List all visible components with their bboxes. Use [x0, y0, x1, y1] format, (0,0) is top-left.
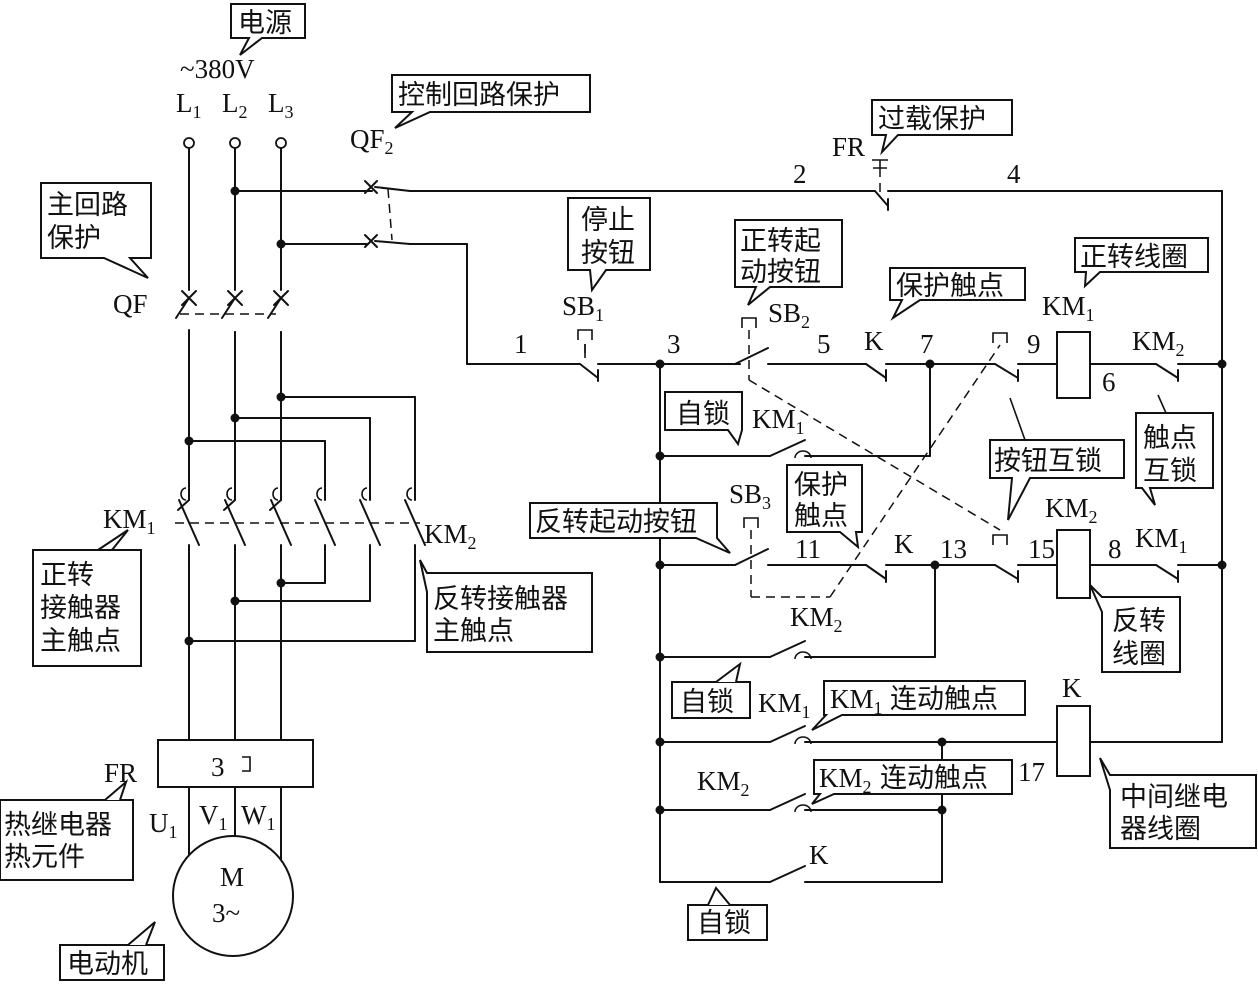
km2-coil	[1056, 529, 1091, 599]
callout-protect-contact-2-2: 触点	[794, 501, 848, 532]
node-1: 1	[514, 329, 528, 359]
km1-hold-label: KM1	[752, 404, 805, 438]
node-9: 9	[1027, 329, 1041, 359]
sb3-label: SB3	[729, 479, 771, 513]
node-4: 4	[1007, 159, 1021, 189]
qf-breaker	[175, 290, 289, 335]
labels: ~380V L1 L2 L3 QF QF2 FR KM1 KM2 FR 3 U1…	[103, 54, 1188, 928]
callout-protect-contact-2-1: 保护	[794, 470, 848, 501]
km2-main-label: KM2	[424, 519, 477, 553]
node-7: 7	[920, 329, 934, 359]
callout-fwd-main-2: 接触器	[40, 593, 121, 624]
callout-km2-link-prefix: KM2	[819, 763, 872, 797]
km2-coil-label: KM2	[1045, 493, 1098, 527]
k-hold-label: K	[809, 840, 829, 870]
callout-thermal-1: 热继电器	[4, 810, 112, 841]
l3-label: L3	[268, 88, 294, 122]
callout-motor: 电动机	[67, 949, 148, 980]
terminal-l2	[229, 137, 241, 149]
callout-fwd-start-1: 正转起	[740, 226, 821, 257]
sb2-label: SB2	[768, 298, 810, 332]
callout-rev-main-1: 反转接触器	[433, 584, 568, 615]
callout-km1-link-prefix: KM1	[830, 684, 883, 718]
node-17: 17	[1018, 757, 1045, 787]
node-13: 13	[940, 534, 967, 564]
fr-number: 3	[211, 752, 225, 782]
callout-contact-interlock-1: 触点	[1143, 423, 1197, 454]
km2-nc-label: KM2	[1132, 326, 1185, 360]
node-8: 8	[1108, 534, 1122, 564]
callout-km1-link: 连动触点	[890, 684, 998, 715]
main-circuit	[157, 137, 426, 957]
k-forward-label: K	[864, 326, 884, 356]
node-15: 15	[1028, 534, 1055, 564]
callout-protect-contact: 保护触点	[896, 271, 1004, 302]
callout-relay-coil-1: 中间继电	[1120, 782, 1228, 813]
terminal-l1	[183, 137, 195, 149]
callout-self-lock-1: 自锁	[676, 399, 730, 430]
v1-label: V1	[199, 800, 228, 834]
sb1-label: SB1	[562, 291, 604, 325]
qf-label: QF	[113, 289, 148, 319]
callout-main-protect-2: 保护	[47, 223, 101, 254]
callout-km2-link: 连动触点	[880, 763, 988, 794]
callout-rev-main-2: 主触点	[433, 616, 514, 647]
motor	[172, 835, 294, 957]
callout-stop-1: 停止	[581, 205, 635, 236]
l2-label: L2	[222, 88, 248, 122]
km1-link-label: KM1	[758, 688, 811, 722]
motor-phase-label: 3~	[212, 898, 240, 928]
k-coil-label: K	[1062, 673, 1082, 703]
callouts: 电源 控制回路保护 过载保护 主回路 保护 停止 按钮 正转起 动按钮 保护触点…	[0, 3, 1257, 981]
callout-self-lock-2: 自锁	[680, 687, 734, 718]
callout-fwd-start-2: 动按钮	[740, 257, 821, 288]
relay-k-coil	[1056, 705, 1091, 777]
callout-fwd-main-3: 主触点	[40, 626, 121, 657]
u1-label: U1	[149, 808, 178, 842]
callout-self-lock-3: 自锁	[697, 908, 751, 939]
km2-hold-label: KM2	[790, 602, 843, 636]
callout-relay-coil-2: 器线圈	[1120, 814, 1201, 845]
control-circuit	[364, 159, 1227, 883]
fr-main-label: FR	[104, 758, 137, 788]
km1-coil	[1056, 331, 1091, 399]
km1-coil-label: KM1	[1042, 291, 1095, 325]
qf2-label: QF2	[350, 124, 394, 158]
km1-main-label: KM1	[103, 504, 156, 538]
callout-stop-2: 按钮	[581, 238, 635, 269]
callout-power: 电源	[238, 8, 292, 39]
node-5: 5	[817, 329, 831, 359]
callout-overload: 过载保护	[878, 104, 986, 135]
k-reverse-label: K	[894, 529, 914, 559]
callout-fwd-coil: 正转线圈	[1080, 242, 1188, 273]
callout-rev-coil-1: 反转	[1112, 606, 1166, 637]
km2-link-label: KM2	[697, 766, 750, 800]
w1-label: W1	[241, 800, 275, 834]
callout-control-protect: 控制回路保护	[398, 80, 560, 111]
callout-rev-start: 反转起动按钮	[535, 507, 697, 538]
thermal-relay-element	[157, 739, 314, 788]
callout-contact-interlock-2: 互锁	[1143, 456, 1197, 487]
callout-fwd-main-1: 正转	[40, 560, 94, 591]
callout-rev-coil-2: 线圈	[1112, 639, 1166, 670]
l1-label: L1	[176, 88, 202, 122]
node-6: 6	[1102, 367, 1116, 397]
callout-button-interlock: 按钮互锁	[994, 446, 1102, 477]
callout-thermal-2: 热元件	[4, 842, 85, 873]
node-3: 3	[667, 329, 681, 359]
terminal-l3	[275, 137, 287, 149]
km1-nc-label: KM1	[1135, 523, 1188, 557]
node-11: 11	[795, 534, 821, 564]
voltage-label: ~380V	[180, 54, 255, 84]
callout-main-protect-1: 主回路	[47, 190, 128, 221]
node-2: 2	[793, 159, 807, 189]
fr-control-label: FR	[832, 132, 865, 162]
motor-m-label: M	[220, 862, 244, 892]
